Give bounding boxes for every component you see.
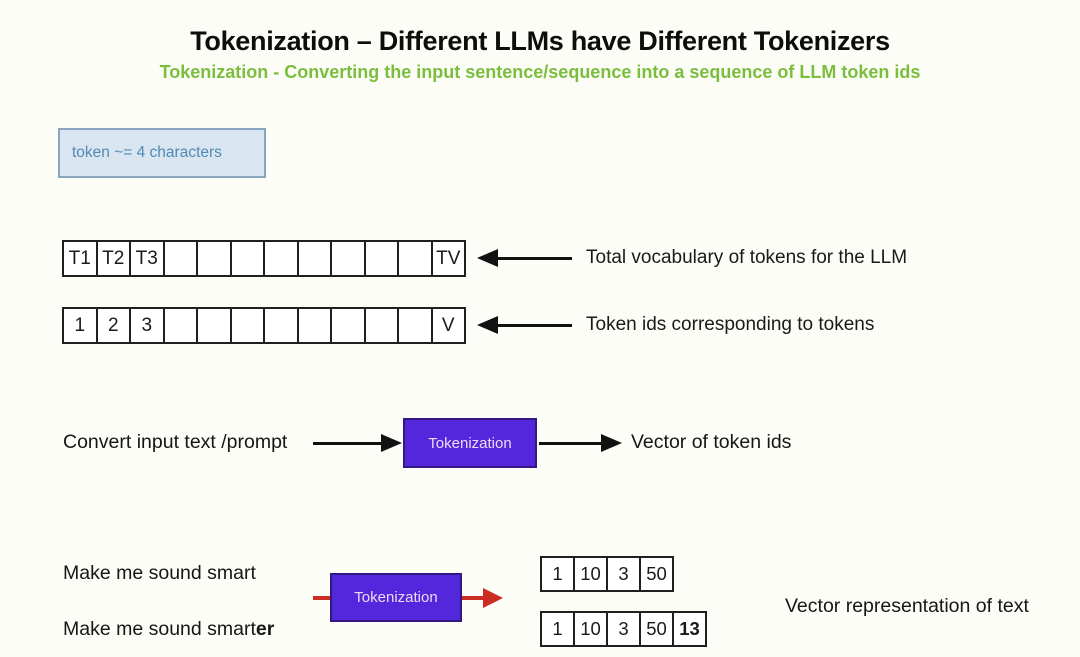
- vector-cell: 3: [606, 611, 641, 647]
- pipeline-input-label: Convert input text /prompt: [63, 431, 288, 453]
- vocab-annotation-text: Total vocabulary of tokens for the LLM: [586, 247, 908, 268]
- token-id-annotation: Token ids corresponding to tokens: [477, 311, 874, 339]
- right-arrow-icon: [313, 433, 402, 453]
- right-arrowhead: [381, 434, 402, 452]
- vocab-token-cell: [397, 240, 433, 277]
- pipeline-output-label: Vector of token ids: [631, 431, 792, 453]
- vocab-annotation: Total vocabulary of tokens for the LLM: [477, 244, 907, 272]
- vector-cell: 10: [573, 611, 608, 647]
- slide-title: Tokenization – Different LLMs have Diffe…: [190, 26, 890, 56]
- left-arrowhead: [477, 249, 498, 267]
- vector-representation-label: Vector representation of text: [785, 595, 1029, 617]
- arrow-shaft: [539, 441, 601, 445]
- token-id-cell: [263, 307, 299, 344]
- token-id-cell: [363, 307, 399, 344]
- example-sentence-1: Make me sound smart: [63, 562, 256, 584]
- left-arrow-icon: [477, 248, 572, 268]
- token-id-cell: [229, 307, 265, 344]
- vector-cell: 50: [639, 556, 674, 592]
- tokenization-process-label: Tokenization: [428, 434, 512, 452]
- token-size-note-box: token ~= 4 characters: [58, 128, 266, 178]
- vector-cell: 1: [540, 556, 575, 592]
- example-tokenization-process-box: Tokenization: [330, 573, 462, 622]
- token-id-annotation-text: Token ids corresponding to tokens: [586, 314, 875, 335]
- vocab-token-cell: T2: [95, 240, 131, 277]
- example-sentence-2-suffix: er: [255, 618, 275, 640]
- arrow-shaft: [498, 256, 572, 260]
- slide-subtitle: Tokenization - Converting the input sent…: [159, 62, 921, 82]
- vector-cell: 10: [573, 556, 608, 592]
- vocab-token-cell: [162, 240, 198, 277]
- tokenization-process-box: Tokenization: [403, 418, 537, 468]
- token-id-cell: [162, 307, 198, 344]
- token-id-cell: [330, 307, 366, 344]
- vector-cell: 13: [672, 611, 707, 647]
- right-arrowhead: [601, 434, 622, 452]
- token-id-cell: 1: [62, 307, 98, 344]
- vector-cell: 3: [606, 556, 641, 592]
- vocab-token-cell: [330, 240, 366, 277]
- vocab-token-cell: [263, 240, 299, 277]
- vocab-token-cell: T1: [62, 240, 98, 277]
- left-arrow-icon: [477, 315, 572, 335]
- arrow-shaft: [498, 323, 572, 327]
- token-id-cell: V: [430, 307, 466, 344]
- token-id-cell: 3: [129, 307, 165, 344]
- vocab-token-cell: [229, 240, 265, 277]
- vector-cell: 1: [540, 611, 575, 647]
- vocab-token-cell: [196, 240, 232, 277]
- token-size-note-label: token ~= 4 characters: [72, 144, 222, 161]
- red-arrowhead: [483, 588, 503, 608]
- token-id-cell: [296, 307, 332, 344]
- right-arrow-icon: [539, 433, 622, 453]
- example-sentence-2: Make me sound smarter: [63, 618, 274, 641]
- example-sentence-2-text: Make me sound smart: [63, 618, 256, 640]
- token-id-cell: [196, 307, 232, 344]
- example-tokenization-process-label: Tokenization: [354, 589, 438, 606]
- arrow-shaft: [313, 441, 381, 445]
- left-arrowhead: [477, 316, 498, 334]
- token-id-cell: 2: [95, 307, 131, 344]
- vocab-token-cell: [296, 240, 332, 277]
- vocab-token-cell: TV: [430, 240, 466, 277]
- vocab-token-cell: T3: [129, 240, 165, 277]
- token-id-cell: [397, 307, 433, 344]
- vocab-token-cell: [363, 240, 399, 277]
- vector-cell: 50: [639, 611, 674, 647]
